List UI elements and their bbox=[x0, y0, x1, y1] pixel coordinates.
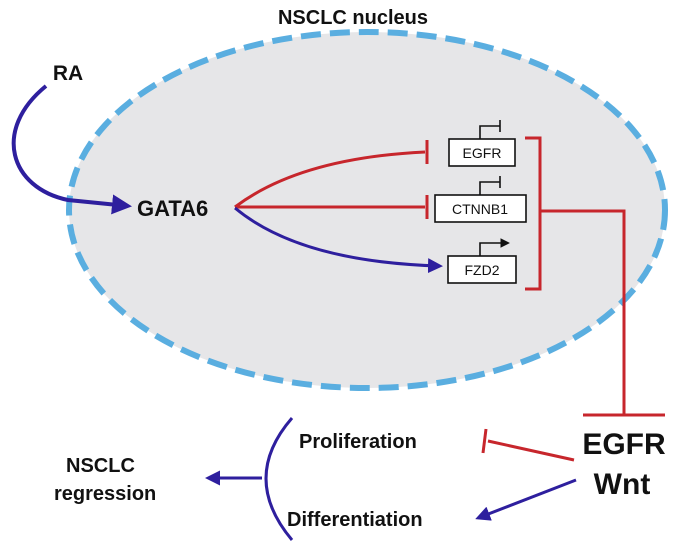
ctnnb1-promoter-repressed-icon bbox=[479, 176, 501, 195]
gata6-inhibits-egfr bbox=[234, 150, 426, 209]
fzd2-promoter-active-icon bbox=[479, 238, 510, 256]
ra-label: RA bbox=[53, 62, 83, 85]
pathway-to-differentiation-arrow bbox=[475, 478, 577, 521]
proliferation-inhibit-bar bbox=[481, 428, 488, 454]
fzd2-gene-label: FZD2 bbox=[465, 262, 500, 278]
egfr-promoter-repressed-icon bbox=[479, 120, 501, 139]
pathway-to-proliferation-line bbox=[487, 439, 575, 462]
ra-to-gata6-arrow bbox=[11, 84, 132, 215]
ctnnb1-gene-label: CTNNB1 bbox=[452, 201, 508, 217]
egfr-pathway-label: EGFR bbox=[582, 428, 666, 461]
differentiation-label: Differentiation bbox=[287, 509, 423, 531]
gata6-activates-fzd2 bbox=[234, 206, 443, 274]
nucleus-membrane bbox=[66, 29, 668, 391]
gene-products-bracket bbox=[525, 136, 542, 291]
proliferation-label: Proliferation bbox=[299, 431, 417, 453]
outcomes-bracket bbox=[264, 417, 294, 541]
egfr-gene-label: EGFR bbox=[463, 145, 502, 161]
regression-label-line2: regression bbox=[54, 483, 156, 505]
ctnnb1-gene-box bbox=[434, 194, 527, 223]
fzd2-gene-box bbox=[447, 255, 517, 284]
egfr-gene-box bbox=[448, 138, 516, 167]
bracket-to-pathway-line bbox=[540, 209, 626, 414]
regression-label-line1: NSCLC bbox=[66, 455, 135, 477]
gata6-label: GATA6 bbox=[137, 196, 208, 221]
wnt-pathway-label: Wnt bbox=[594, 468, 651, 501]
nucleus-title: NSCLC nucleus bbox=[278, 7, 428, 29]
